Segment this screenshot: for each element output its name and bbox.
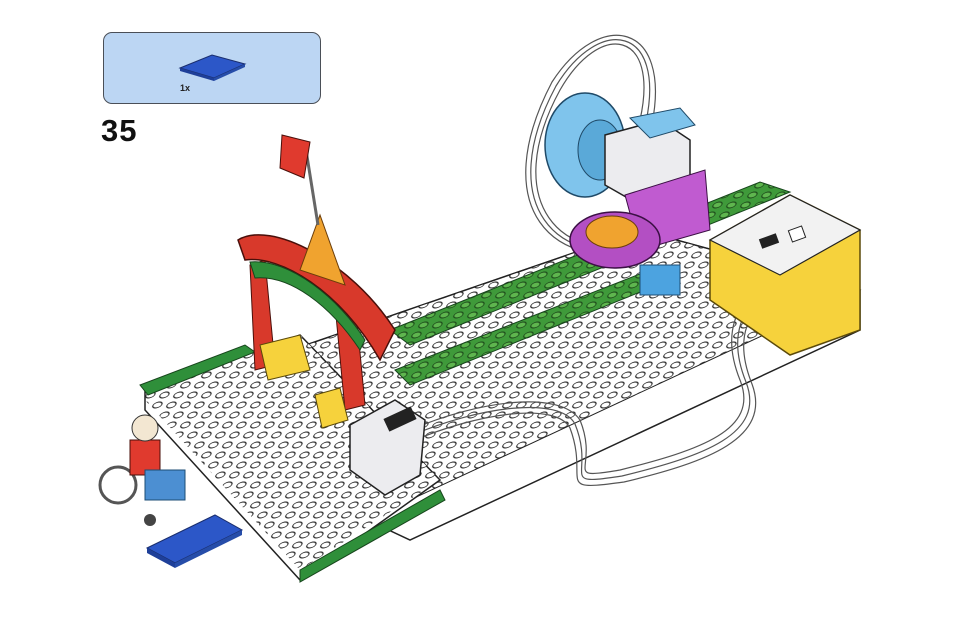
red-arch xyxy=(237,234,396,429)
hub xyxy=(708,194,862,356)
blue-tile-icon xyxy=(178,54,247,81)
wheelchair-minifigure xyxy=(98,414,186,526)
part-quantity: 1x xyxy=(180,83,191,93)
step-number: 35 xyxy=(101,113,138,148)
flag xyxy=(279,134,346,286)
turntable xyxy=(569,211,681,296)
loose-blue-tile xyxy=(145,514,244,568)
parts-callout: 1x xyxy=(103,32,321,104)
cable xyxy=(409,34,773,487)
distance-sensor xyxy=(349,399,426,496)
baseplate xyxy=(139,229,862,583)
